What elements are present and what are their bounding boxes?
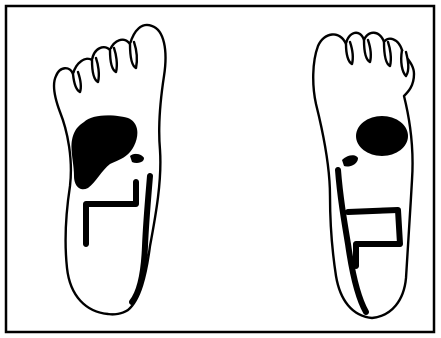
right-foot-zone-ball bbox=[356, 116, 408, 156]
left-foot-outline bbox=[54, 25, 166, 314]
left-foot bbox=[54, 25, 166, 314]
right-foot-outline bbox=[313, 33, 414, 318]
right-foot bbox=[313, 33, 414, 318]
right-toe-gap-4 bbox=[401, 50, 408, 76]
